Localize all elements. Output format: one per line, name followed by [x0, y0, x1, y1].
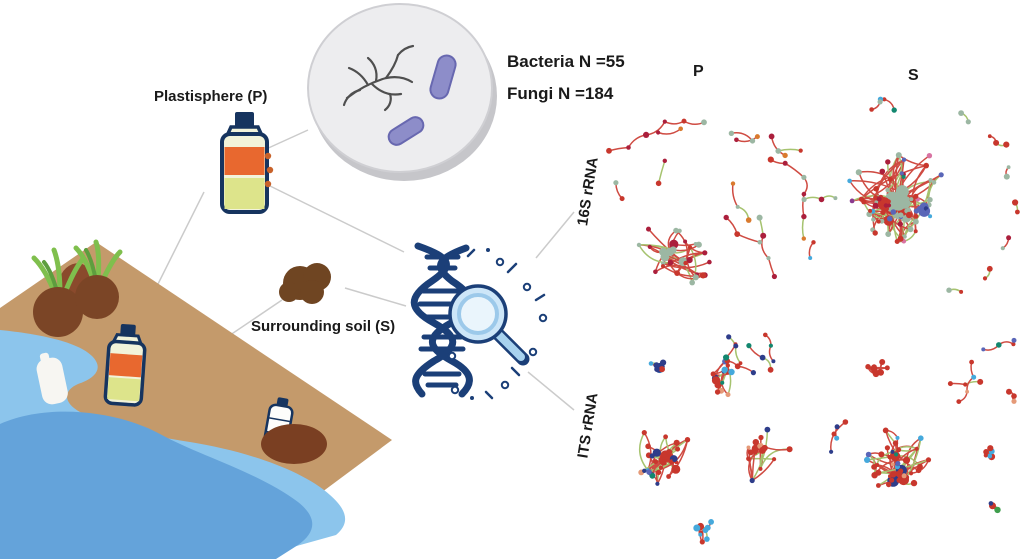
dna-helix-icon — [410, 242, 474, 398]
plastisphere-label: Plastisphere (P) — [154, 88, 268, 105]
microbe-dot-icon — [264, 180, 272, 188]
white-bottle-icon — [36, 352, 68, 405]
plant-bulb-icon — [31, 239, 123, 337]
network-its-soil — [829, 337, 1017, 514]
network-its-plastisphere — [638, 332, 793, 545]
beach-scene — [0, 239, 392, 559]
plastic-bottle-icon — [103, 323, 147, 407]
magnifier-icon — [448, 284, 530, 366]
network-its-soil — [818, 336, 1018, 556]
fungal-hyphae-icon — [342, 44, 415, 112]
bacteria-rod-icon — [387, 54, 457, 146]
line-dna-to-16s — [535, 211, 575, 259]
bacteria-count-label: Bacteria N =55 — [507, 52, 625, 71]
buried-bottle-icon — [261, 397, 327, 464]
network-16s-plastisphere — [606, 118, 808, 286]
microbe-dot-icon — [266, 166, 274, 174]
line-soil-to-dna — [344, 287, 407, 307]
petri-dish-icon — [307, 3, 497, 181]
water-wave — [0, 411, 313, 559]
network-16s-plastisphere — [602, 90, 808, 312]
line-bottle-to-dna — [265, 183, 405, 253]
soil-clump-icon — [279, 263, 331, 304]
microbe-dot-icon — [264, 152, 272, 160]
line-bottle-to-petri — [263, 129, 309, 151]
column-header-plastisphere: P — [693, 63, 704, 80]
column-header-soil: S — [908, 67, 919, 84]
sparkle-dots-icon — [447, 248, 548, 400]
network-16s-soil — [801, 96, 1020, 294]
surrounding-soil-label: Surrounding soil (S) — [251, 318, 396, 335]
network-16s-soil — [792, 95, 1022, 310]
network-its-plastisphere — [603, 320, 807, 553]
fungi-count-label: Fungi N =184 — [507, 84, 614, 103]
plastisphere-bottle-icon — [220, 112, 274, 214]
line-dna-to-its — [527, 371, 575, 411]
